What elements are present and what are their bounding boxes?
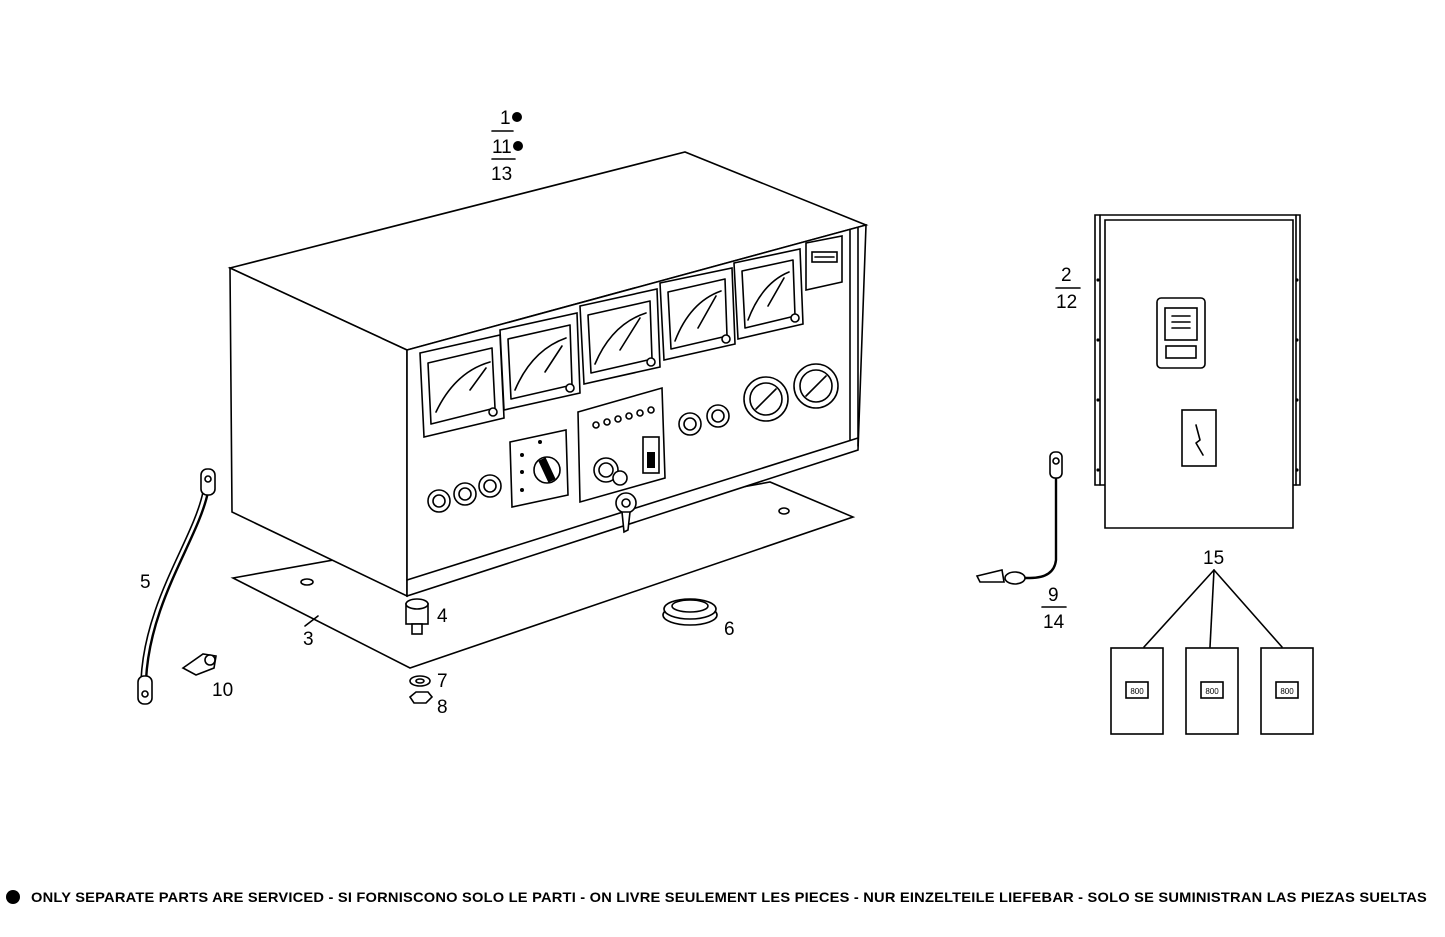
panel-set-15: 800 800 800 <box>1110 569 1314 735</box>
knobs <box>427 404 730 513</box>
cable-part-9 <box>975 451 1063 585</box>
callout-15: 15 <box>1203 548 1224 569</box>
selector-switch <box>509 429 569 508</box>
callout-2: 2 <box>1061 265 1072 286</box>
washer-part-7 <box>409 675 431 687</box>
callout-9: 9 <box>1048 585 1059 606</box>
callout-8: 8 <box>437 697 448 718</box>
nut-part-8 <box>408 691 434 704</box>
cable-part-5 <box>137 468 216 705</box>
clamp-part-10 <box>181 653 217 676</box>
meter-2 <box>499 312 581 411</box>
footnote-bullet <box>6 890 20 904</box>
grommet-part-6 <box>662 598 718 626</box>
callout-14: 14 <box>1043 612 1065 633</box>
round-gauges <box>743 363 839 422</box>
rear-cover-panel <box>1094 214 1301 529</box>
callout-7: 7 <box>437 671 448 692</box>
callout-group-2-12: 2 12 <box>1055 265 1081 313</box>
meter-5 <box>733 248 804 340</box>
mount-part-4 <box>405 598 429 635</box>
meter-4 <box>659 267 736 361</box>
callout-13: 13 <box>491 164 512 185</box>
callout-5: 5 <box>140 572 151 593</box>
ignition-key <box>612 470 637 534</box>
meter-1 <box>419 334 505 439</box>
serviced-bullet-1 <box>512 112 522 122</box>
callout-11: 11 <box>492 137 512 158</box>
hour-counter <box>805 235 843 291</box>
ignition-panel <box>577 386 666 504</box>
callout-group-1-11-13: 1 11 13 <box>491 108 523 185</box>
callout-10: 10 <box>212 680 233 701</box>
callout-3: 3 <box>303 629 314 650</box>
callout-group-9-14: 9 14 <box>1041 585 1067 633</box>
callout-12: 12 <box>1056 292 1077 313</box>
footnote: ONLY SEPARATE PARTS ARE SERVICED - SI FO… <box>6 889 1427 905</box>
callout-4: 4 <box>437 606 448 627</box>
serviced-bullet-11 <box>513 141 523 151</box>
leader-lines <box>304 615 319 627</box>
callout-6: 6 <box>724 619 735 640</box>
panel-badge-3: 800 <box>1280 687 1294 696</box>
panel-badge-2: 800 <box>1205 687 1219 696</box>
footnote-text: ONLY SEPARATE PARTS ARE SERVICED - SI FO… <box>31 889 1427 905</box>
meter-3 <box>579 288 661 385</box>
panel-badge-1: 800 <box>1130 687 1144 696</box>
callout-1: 1 <box>500 108 511 129</box>
